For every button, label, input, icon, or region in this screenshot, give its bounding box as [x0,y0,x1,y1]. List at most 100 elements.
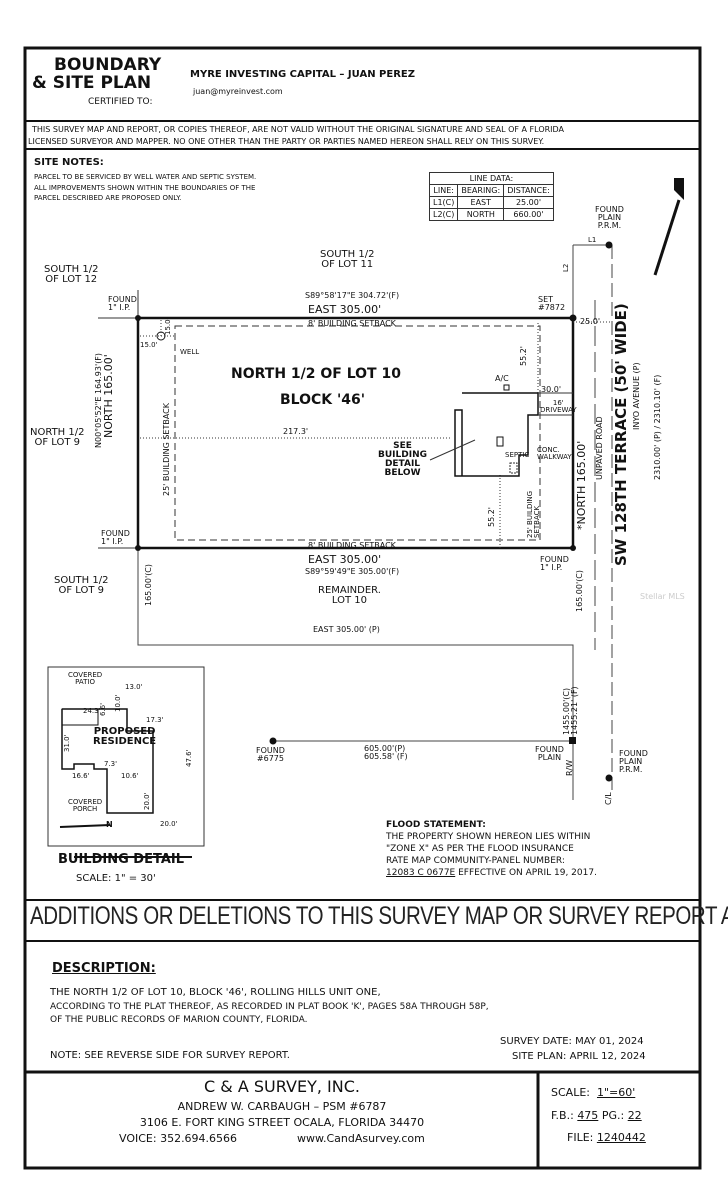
monument-6775 [269,737,277,745]
cell: EAST [457,196,505,209]
setback-8-bottom: 8' BUILDING SETBACK [308,541,396,550]
dim: 6.6' [99,702,107,716]
flood-line: "ZONE X" AS PER THE FLOOD INSURANCE [386,844,574,854]
dim: 20.0' [160,820,178,828]
north-bearing: S89°58'17"E 304.72'(F) [305,291,400,300]
file-value: 1240442 [596,1131,646,1144]
building-detail-box [47,666,205,847]
monument-nw [135,315,141,321]
driveway-label: 16'DRIVEWAY [540,399,577,414]
survey-report-note: NOTE: SEE REVERSE SIDE FOR SURVEY REPORT… [50,1050,290,1061]
setback-line [174,325,541,541]
column-header: BEARING: [457,184,505,197]
site-notes-heading: SITE NOTES: [34,157,104,168]
outer-border [23,46,702,1170]
disclaimer-line2: LICENSED SURVEYOR AND MAPPER. NO ONE OTH… [28,137,545,146]
well-dist: 15.0' [164,317,172,335]
description-line: OF THE PUBLIC RECORDS OF MARION COUNTY, … [50,1015,308,1025]
line-data-title: LINE DATA: [429,172,554,185]
column-header: DISTANCE: [503,184,554,197]
dim: 10.6' [121,772,139,780]
rw-label: R/W [565,759,574,776]
cell: L2(C) [428,208,459,221]
ac-symbol [503,384,510,391]
dim: 7.3' [104,760,118,768]
monument-se [570,545,576,551]
company-name: C & A SURVEY, INC. [204,1077,360,1096]
monument-sw [135,545,141,551]
cl-label: C/L [604,792,613,805]
walkway-label: CONC.WALKWAY [537,446,572,461]
client-name: MYRE INVESTING CAPITAL – JUAN PEREZ [190,69,415,80]
flood-line: RATE MAP COMMUNITY-PANEL NUMBER: [386,856,565,866]
flood-heading: FLOOD STATEMENT: [386,820,486,830]
well-dist: 15.0' [140,341,158,349]
south-line-dim: EAST 305.00' [308,553,382,566]
dist-217: 217.3' [283,427,309,436]
found-6775: FOUND#6775 [256,746,285,763]
setback-25-west: 25' BUILDING SETBACK [162,403,171,496]
road-distance: 2310.00' (P) / 2310.10' (F) [653,374,662,480]
street-name: SW 128TH TERRACE (50' WIDE) [612,303,630,566]
scale-row: SCALE: 1"=60' [551,1087,659,1098]
survey-date: SURVEY DATE: MAY 01, 2024 [500,1036,644,1047]
remainder-boundary [137,548,574,741]
prm-top [605,241,613,249]
septic-symbol [509,462,518,474]
certified-label: CERTIFIED TO: [88,97,153,107]
prm-bottom [605,774,613,782]
set-7872: SET#7872 [538,295,566,312]
remainder-lot10: REMAINDER.LOT 10 [318,585,381,606]
dim: 31.0' [63,734,71,752]
site-note: ALL IMPROVEMENTS SHOWN WITHIN THE BOUNDA… [34,184,256,192]
block-title: BLOCK '46' [280,392,366,408]
pg-value: 22 [627,1109,642,1122]
client-email[interactable]: juan@myreinvest.com [193,87,283,96]
dist-30: 30.0' [541,385,562,394]
column-header: LINE: [428,184,459,197]
setback-8-top: 8' BUILDING SETBACK [308,319,396,328]
site-note: PARCEL DESCRIBED ARE PROPOSED ONLY. [34,194,182,202]
detail-north-icon: N [106,820,113,829]
dim: 47.6' [185,749,193,767]
cell: L1(C) [428,196,459,209]
dist-55-top: 55.2' [519,345,528,366]
line-data-table: LINE DATA: LINE:BEARING:DISTANCE: L1(C)E… [428,172,554,221]
dist-25: 25.0' [580,317,601,326]
dim: 13.0' [125,683,143,691]
flood-line: 12083 C 0677E EFFECTIVE ON APRIL 19, 201… [386,868,597,878]
fb-value: 475 [577,1109,599,1122]
cell: 25.00' [503,196,554,209]
dim: 24.3' [83,707,101,715]
monument-ne [569,314,577,322]
flood-line: THE PROPERTY SHOWN HEREON LIES WITHIN [386,832,591,842]
east-line-dim: *NORTH 165.00' [575,440,588,530]
remainder-south-dim: EAST 305.00' (P) [313,625,380,634]
watermark: Stellar MLS [640,592,685,601]
north-arrow-icon [674,178,684,200]
building-detail-title: BUILDING DETAIL [58,852,185,867]
description-line: THE NORTH 1/2 OF LOT 10, BLOCK '46', ROL… [50,987,381,998]
company-website[interactable]: www.CandAsurvey.com [297,1132,425,1145]
disclaimer-line1: THIS SURVEY MAP AND REPORT, OR COPIES TH… [32,125,565,134]
dim: 16.6' [72,772,90,780]
dim: 20.0' [143,792,151,810]
company-phone: VOICE: 352.694.6566 [119,1132,238,1145]
dist-605: 605.00'(P)605.58' (F) [364,744,408,761]
monument-plain [569,737,576,744]
